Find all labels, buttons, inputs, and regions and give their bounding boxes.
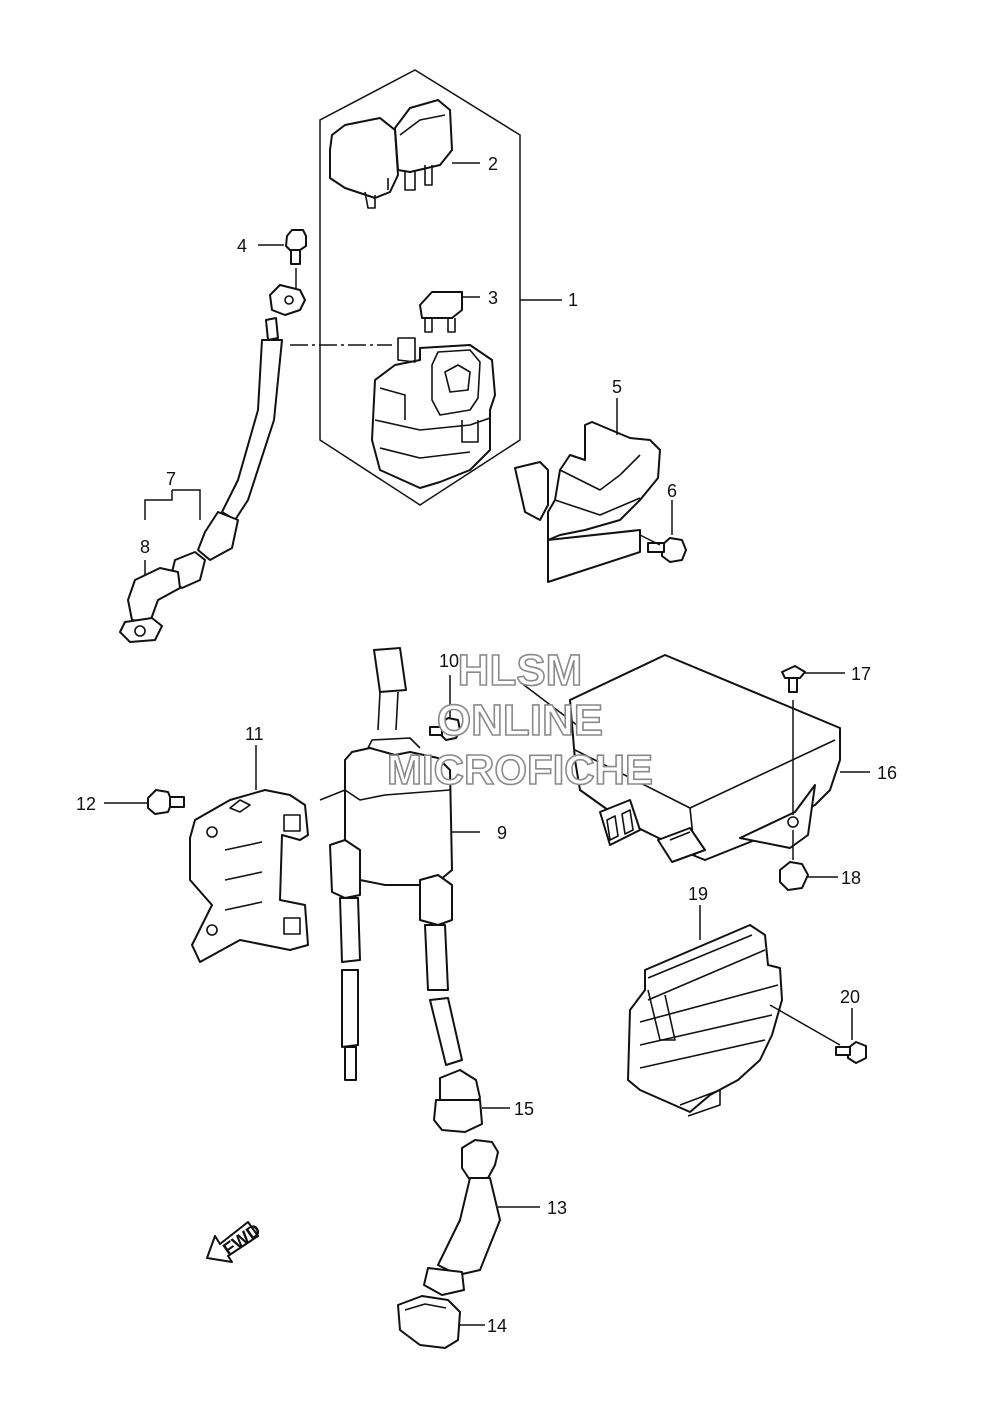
part-7-battery-lead[interactable] — [197, 284, 306, 561]
part-5-bracket[interactable] — [514, 398, 661, 583]
part-19-regulator[interactable] — [627, 905, 841, 1117]
callout-19: 19 — [688, 884, 708, 904]
callout-8: 8 — [140, 537, 150, 557]
callout-labels: 1 2 3 4 5 6 7 8 9 10 11 12 13 14 15 16 1… — [76, 154, 897, 1336]
watermark-line-2: ONLINE — [437, 696, 603, 745]
callout-13: 13 — [547, 1198, 567, 1218]
part-20-screw[interactable] — [835, 1008, 867, 1064]
part-11-coil-bracket[interactable] — [189, 745, 309, 963]
callout-11: 11 — [245, 724, 264, 744]
part-12-bolt[interactable] — [104, 789, 185, 815]
part-10-screw[interactable] — [429, 675, 461, 741]
part-15-plug-boot[interactable] — [433, 1069, 510, 1133]
callout-5: 5 — [612, 377, 622, 397]
watermark-line-3: MICROFICHE — [387, 746, 653, 793]
part-17-screw[interactable] — [781, 665, 845, 693]
part-4-bolt[interactable] — [258, 229, 307, 288]
callout-6: 6 — [667, 481, 677, 501]
watermark: HLSM ONLINE MICROFICHE — [386, 645, 654, 794]
callout-10: 10 — [439, 651, 459, 671]
callout-18: 18 — [841, 868, 861, 888]
part-18-nut[interactable] — [779, 861, 838, 891]
callout-12: 12 — [76, 794, 96, 814]
part-9-ignition-coil[interactable] — [319, 647, 480, 1081]
callout-17: 17 — [851, 664, 871, 684]
callout-2: 2 — [488, 154, 498, 174]
part-6-bolt[interactable] — [639, 500, 687, 563]
callout-16: 16 — [877, 763, 897, 783]
callout-15: 15 — [514, 1099, 534, 1119]
part-2-relay-cover[interactable] — [329, 99, 480, 209]
part-3-fuse[interactable] — [419, 291, 480, 333]
callout-20: 20 — [840, 987, 860, 1007]
watermark-line-1: HLSM — [458, 646, 583, 695]
part-14-rubber-cap[interactable] — [397, 1295, 485, 1349]
fwd-arrow-icon: FWD — [206, 1220, 264, 1263]
callout-3: 3 — [488, 288, 498, 308]
starter-relay[interactable] — [371, 337, 496, 489]
callout-4: 4 — [237, 236, 247, 256]
part-13-plug-cap[interactable] — [423, 1139, 540, 1296]
callout-7: 7 — [166, 469, 176, 489]
part-16-cdi-unit[interactable] — [519, 654, 870, 863]
callout-9: 9 — [497, 823, 507, 843]
assembly-1-frame — [319, 69, 562, 506]
part-8-terminal-cap[interactable] — [119, 489, 206, 643]
callout-14: 14 — [487, 1316, 507, 1336]
callout-1: 1 — [568, 290, 578, 310]
